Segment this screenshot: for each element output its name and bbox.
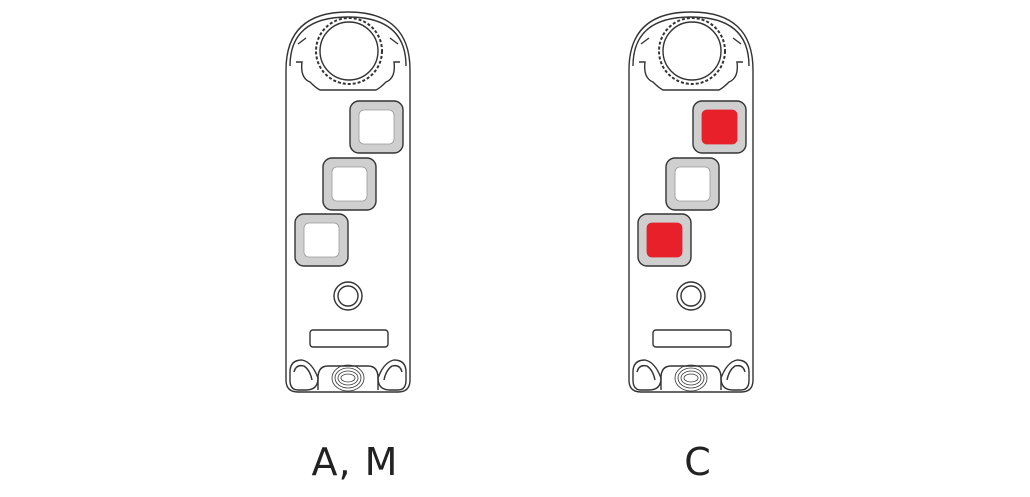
rotary-wheel-icon [658, 17, 726, 85]
spring-coil-icon [337, 370, 359, 386]
spring-coil-icon [334, 367, 362, 389]
button-indicator [331, 166, 368, 202]
button-3-on [637, 213, 692, 267]
button-2-off [322, 157, 377, 211]
label-slot [652, 329, 732, 348]
button-indicator [674, 166, 711, 202]
label-slot [309, 329, 389, 348]
button-1-on [692, 100, 747, 154]
rotary-wheel-inner [319, 21, 379, 81]
remote-device [628, 11, 754, 393]
dome-base-outline [639, 61, 743, 91]
round-button-outer [333, 281, 363, 311]
round-button-inner [337, 285, 359, 307]
rotary-wheel-inner [662, 21, 722, 81]
button-3-off [294, 213, 349, 267]
spring-coil-icon [331, 364, 365, 392]
round-button-outer [676, 281, 706, 311]
dome-inner-outline [632, 16, 750, 67]
device-label-c: C [684, 440, 712, 484]
round-button-inner [680, 285, 702, 307]
button-indicator [646, 222, 683, 258]
spring-coil-icon [340, 373, 356, 383]
button-indicator [358, 109, 395, 145]
dome-notches [297, 37, 399, 45]
spring-coil-icon [683, 373, 699, 383]
button-2-off [665, 157, 720, 211]
bottom-notch [317, 365, 379, 390]
device-label-a-m: A, M [311, 440, 399, 484]
dome-inner-outline [289, 16, 407, 67]
spring-coil-icon [680, 370, 702, 386]
button-indicator [303, 222, 340, 258]
button-indicator [701, 109, 738, 145]
remote-device [285, 11, 411, 393]
spring-coil-icon [677, 367, 705, 389]
dome-base-outline [296, 61, 400, 91]
spring-coil-icon [674, 364, 708, 392]
bottom-notch [660, 365, 722, 390]
dome-notches [640, 37, 742, 45]
button-1-off [349, 100, 404, 154]
rotary-wheel-icon [315, 17, 383, 85]
